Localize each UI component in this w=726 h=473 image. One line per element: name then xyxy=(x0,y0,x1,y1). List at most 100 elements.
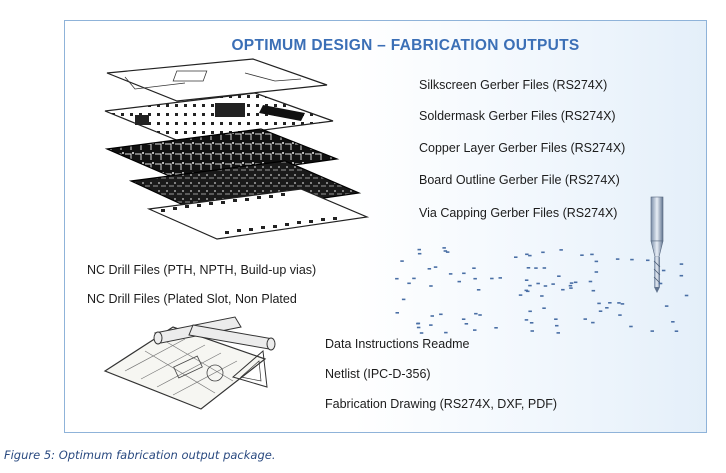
drill-hole-dot xyxy=(529,322,534,324)
drill-hole-dot xyxy=(528,310,532,313)
drill-hole-dot xyxy=(615,258,620,260)
layer-soldermask xyxy=(104,92,334,142)
drill-hole-dot xyxy=(620,303,625,305)
drill-hole-dot xyxy=(429,285,433,287)
drill-hole-dot xyxy=(557,275,561,277)
drill-hole-dot xyxy=(591,321,595,324)
drill-hole-dot xyxy=(528,284,532,287)
drill-hole-dot xyxy=(551,283,555,285)
drill-hole-dot xyxy=(561,288,565,291)
drill-hole-dot xyxy=(671,321,675,323)
drill-hole-dot xyxy=(590,253,594,256)
output-fabrication-drawing: Fabrication Drawing (RS274X, DXF, PDF) xyxy=(325,397,558,411)
pcb-layer-stack-icon xyxy=(104,58,370,240)
output-copper-layer-gerber: Copper Layer Gerber Files (RS274X) xyxy=(419,141,626,155)
drill-hole-dot xyxy=(412,277,416,280)
drill-hole-dot xyxy=(494,327,498,329)
drill-hole-dot xyxy=(646,259,650,262)
drill-hole-dot xyxy=(536,282,540,285)
drill-hole-dot xyxy=(605,307,609,309)
output-board-outline-gerber: Board Outline Gerber File (RS274X) xyxy=(419,173,620,187)
drill-hole-dot xyxy=(629,325,633,328)
drill-hole-dot xyxy=(439,313,443,316)
output-via-capping-gerber: Via Capping Gerber Files (RS274X) xyxy=(419,206,618,220)
drill-hole-dot xyxy=(597,302,601,305)
drill-hole-dot xyxy=(524,279,529,281)
layer-copper xyxy=(104,128,340,182)
drill-hole-dot xyxy=(395,312,399,314)
drill-hole-dot xyxy=(518,294,523,296)
output-nc-drill-pth: NC Drill Files (PTH, NPTH, Build-up vias… xyxy=(87,263,317,277)
drill-hole-dot xyxy=(568,284,573,287)
drill-hole-dot xyxy=(617,302,621,304)
figure-panel: OPTIMUM DESIGN – FABRICATION OUTPUTS xyxy=(64,20,707,433)
drill-hole-dot xyxy=(444,331,448,334)
figure-caption: Figure 5: Optimum fabrication output pac… xyxy=(4,448,276,462)
drill-hole-dot xyxy=(498,277,502,279)
drill-hole-dot xyxy=(478,314,482,316)
drill-hole-dot xyxy=(461,318,466,320)
drill-hole-dot xyxy=(473,329,477,331)
drill-hole-dot xyxy=(443,250,448,252)
drill-hole-dot xyxy=(457,280,461,283)
drill-hole-dot xyxy=(580,254,584,256)
drill-hole-dot xyxy=(448,273,453,275)
drill-hole-dot xyxy=(674,330,679,332)
drill-hole-dot xyxy=(473,277,477,280)
drill-hole-dot xyxy=(472,267,476,269)
drill-hole-dot xyxy=(583,318,587,320)
drill-hole-dot xyxy=(569,287,573,289)
figure-title: OPTIMUM DESIGN – FABRICATION OUTPUTS xyxy=(231,37,580,54)
drill-hole-dot xyxy=(416,326,421,329)
drill-hole-dot xyxy=(542,307,546,309)
output-netlist: Netlist (IPC-D-356) xyxy=(325,367,431,381)
drill-hole-dot xyxy=(427,268,432,270)
drill-hole-dot xyxy=(464,323,469,325)
drill-hole-dot xyxy=(419,332,424,334)
drill-hole-dot xyxy=(650,330,654,332)
drill-hole-dot xyxy=(417,248,421,251)
drill-hole-dot xyxy=(514,256,518,258)
drill-hole-dot xyxy=(445,251,450,253)
drill-hole-dot xyxy=(526,290,530,293)
drill-hole-dot xyxy=(554,318,558,320)
layer-via-capping xyxy=(146,188,370,240)
drill-hole-dot xyxy=(433,266,438,268)
layer-silkscreen xyxy=(106,58,328,102)
drill-hole-dot xyxy=(525,253,529,256)
drill-hole-dot xyxy=(430,315,434,317)
layer-board-outline xyxy=(128,160,362,216)
drill-hole-dot xyxy=(530,330,534,332)
drill-hole-dot xyxy=(630,258,634,261)
drill-hole-dot xyxy=(395,277,399,280)
drill-hole-dot xyxy=(442,247,446,249)
drill-hole-dot xyxy=(679,274,684,277)
drill-hole-dot xyxy=(401,298,406,301)
drill-hole-dot xyxy=(541,251,545,254)
drill-hole-dot xyxy=(528,254,532,257)
drill-hole-dot xyxy=(524,319,529,321)
drill-hole-dot xyxy=(462,272,466,275)
drill-hole-dot xyxy=(608,302,612,304)
drill-hole-dot xyxy=(407,282,411,285)
drill-hole-dot xyxy=(591,289,596,292)
drill-hole-dot xyxy=(618,314,622,316)
drill-hole-dot xyxy=(416,322,420,325)
drill-hole-dot xyxy=(556,332,560,334)
drill-hole-dot xyxy=(540,295,544,297)
drill-hole-dot xyxy=(490,277,494,280)
drill-hole-dot xyxy=(573,281,578,284)
drill-hole-dot xyxy=(569,282,574,284)
drill-hole-dot xyxy=(664,305,669,307)
drill-hole-pattern-icon xyxy=(395,247,689,334)
drill-hole-dot xyxy=(400,260,404,262)
drill-hole-dot xyxy=(555,324,559,327)
drill-hole-dot xyxy=(474,312,478,315)
drill-hole-dot xyxy=(679,263,684,265)
drill-hole-dot xyxy=(543,285,548,287)
drill-hole-dot xyxy=(429,324,433,326)
drill-hole-dot xyxy=(534,267,538,269)
blueprint-drawing-icon xyxy=(103,316,276,410)
output-data-instructions-readme: Data Instructions Readme xyxy=(325,337,470,351)
output-silkscreen-gerber: Silkscreen Gerber Files (RS274X) xyxy=(419,78,608,92)
